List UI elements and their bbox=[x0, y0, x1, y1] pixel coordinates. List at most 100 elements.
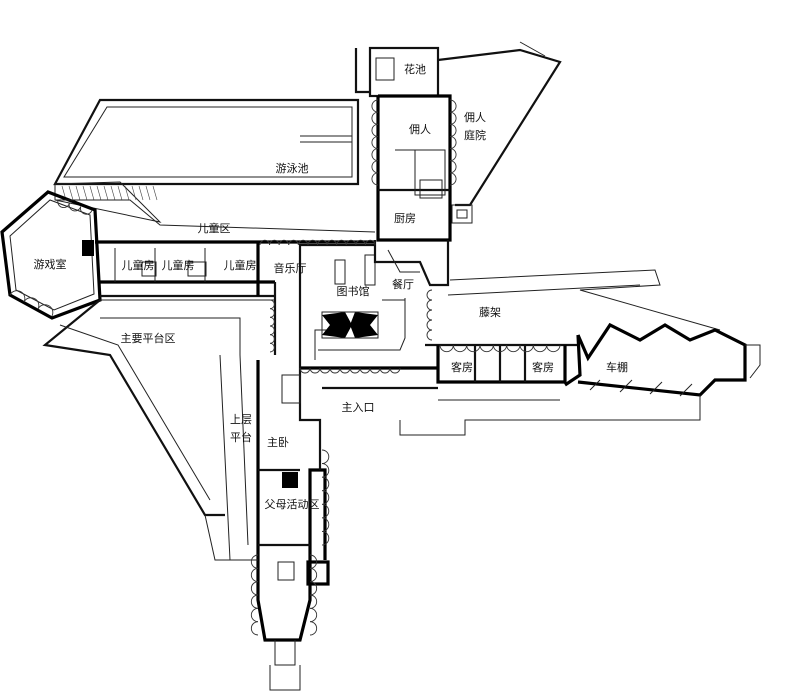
door-swing bbox=[250, 621, 259, 636]
door-swing bbox=[389, 367, 401, 374]
service-wing bbox=[354, 41, 562, 242]
label-guest-room-1: 客房 bbox=[451, 360, 473, 374]
hatch-line bbox=[138, 185, 144, 201]
label-servant: 佣人 bbox=[409, 123, 431, 136]
hatch-line bbox=[82, 185, 88, 201]
door-swings bbox=[9, 99, 561, 636]
door-swing bbox=[492, 344, 508, 353]
door-swing bbox=[466, 344, 481, 353]
hatch-line bbox=[117, 185, 123, 201]
door-swing bbox=[426, 289, 433, 301]
door-swing bbox=[449, 111, 457, 125]
door-swing bbox=[79, 206, 93, 215]
trellis-outline bbox=[447, 269, 721, 331]
door-swing bbox=[309, 581, 318, 596]
label-trellis: 藤架 bbox=[479, 306, 501, 319]
label-master-bedroom: 主卧 bbox=[267, 436, 289, 449]
label-upper-terrace-1: 上层 bbox=[230, 413, 252, 426]
door-swing bbox=[321, 503, 330, 519]
hatch-line bbox=[145, 185, 151, 201]
label-carport: 车棚 bbox=[606, 360, 628, 374]
label-main-terrace: 主要平台区 bbox=[121, 331, 176, 345]
door-swing bbox=[546, 344, 561, 353]
hatch-line bbox=[89, 185, 95, 201]
hatch-line bbox=[68, 185, 74, 201]
central-spine bbox=[256, 242, 406, 360]
hatch-line bbox=[75, 185, 81, 201]
door-swing bbox=[269, 299, 275, 310]
door-swing bbox=[449, 99, 457, 113]
door-swing bbox=[269, 308, 275, 318]
playroom-outline bbox=[0, 190, 102, 320]
hatch-line bbox=[103, 185, 109, 201]
guest-wing bbox=[399, 322, 761, 436]
swimming-pool-outline bbox=[53, 98, 360, 186]
door-swing bbox=[309, 607, 318, 623]
door-swing bbox=[371, 172, 379, 186]
label-child-room-3: 儿童房 bbox=[224, 258, 257, 272]
door-swing bbox=[449, 172, 457, 186]
door-swing bbox=[250, 607, 259, 623]
door-swing bbox=[269, 316, 275, 327]
hatch-line bbox=[124, 185, 130, 201]
door-swing bbox=[9, 290, 26, 303]
door-swing bbox=[371, 148, 379, 162]
door-swing bbox=[269, 334, 275, 344]
hatch-line bbox=[131, 185, 137, 201]
label-flower-pool: 花池 bbox=[404, 63, 426, 76]
label-playroom: 游戏室 bbox=[34, 257, 67, 271]
door-swing bbox=[532, 344, 548, 353]
door-swing bbox=[371, 135, 379, 150]
label-child-room-1: 儿童房 bbox=[122, 258, 155, 272]
hatch-line bbox=[110, 185, 116, 201]
door-swing bbox=[449, 135, 457, 150]
door-swing bbox=[439, 344, 454, 353]
door-swing bbox=[426, 309, 433, 321]
door-swing bbox=[57, 199, 70, 208]
door-swing bbox=[506, 344, 521, 353]
door-swing bbox=[309, 567, 318, 583]
entrance-corridor bbox=[299, 360, 438, 390]
label-guest-room-2: 客房 bbox=[532, 360, 554, 374]
hatch-line bbox=[152, 185, 158, 201]
door-swing bbox=[364, 239, 376, 246]
door-swing bbox=[37, 304, 54, 317]
door-swing bbox=[321, 463, 330, 478]
label-kitchen: 厨房 bbox=[394, 212, 416, 225]
door-swing bbox=[68, 203, 82, 212]
door-swing bbox=[426, 319, 433, 331]
door-swing bbox=[371, 99, 379, 113]
door-swing bbox=[426, 329, 433, 341]
master-wing bbox=[204, 354, 330, 691]
door-swing bbox=[371, 160, 379, 174]
label-parents-activity: 父母活动区 bbox=[265, 498, 320, 511]
label-dining: 餐厅 bbox=[392, 277, 414, 291]
label-child-room-2: 儿童房 bbox=[162, 258, 195, 272]
door-swing bbox=[479, 344, 494, 353]
label-upper-terrace-2: 平台 bbox=[230, 430, 252, 444]
door-swing bbox=[452, 344, 468, 353]
door-swing bbox=[371, 111, 379, 125]
door-swing bbox=[449, 148, 457, 162]
kitchen-dining bbox=[373, 240, 450, 287]
door-swing bbox=[250, 567, 259, 583]
door-swing bbox=[449, 123, 457, 137]
door-swing bbox=[371, 123, 379, 137]
door-swing bbox=[321, 530, 330, 546]
door-swing bbox=[269, 342, 275, 353]
door-swing bbox=[309, 554, 318, 569]
label-children-area: 儿童区 bbox=[198, 221, 231, 235]
door-swing bbox=[269, 325, 275, 336]
door-swing bbox=[250, 554, 259, 569]
label-swimming-pool: 游泳池 bbox=[276, 161, 309, 175]
label-main-entrance: 主入口 bbox=[342, 401, 375, 414]
door-swing bbox=[309, 594, 318, 609]
children-area-terrace bbox=[55, 199, 376, 233]
door-swing bbox=[321, 449, 330, 465]
hatch-line bbox=[96, 185, 102, 201]
door-swing bbox=[250, 581, 259, 596]
label-music-hall: 音乐厅 bbox=[274, 261, 307, 275]
label-library: 图书馆 bbox=[337, 284, 370, 298]
door-swing bbox=[23, 297, 40, 310]
